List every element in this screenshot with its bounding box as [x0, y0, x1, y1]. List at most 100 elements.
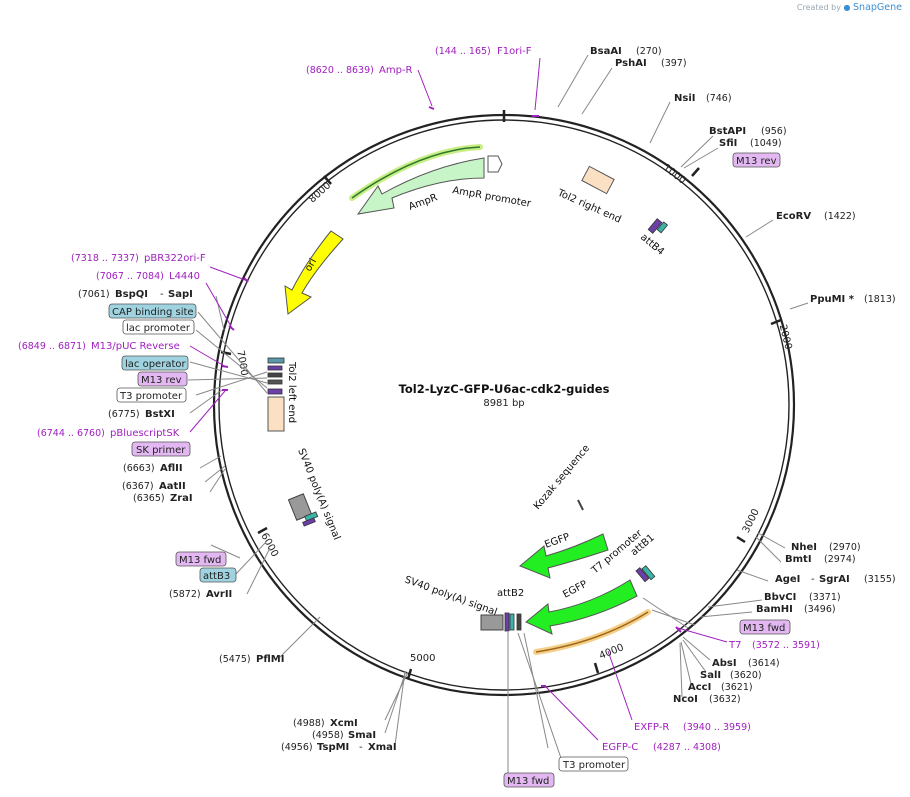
enzyme-sali-pos: (3620)	[730, 670, 762, 681]
enzyme-zrai: ZraI	[170, 493, 193, 504]
cap-binding-box[interactable]	[108, 303, 197, 319]
m13-fwd-bottom-label: M13 fwd	[507, 776, 549, 787]
egfp-label-1: EGFP	[543, 532, 571, 551]
enzyme-avrii-pos: (5872)	[169, 589, 201, 600]
sv40-left-block	[287, 493, 313, 521]
enzyme-bspqi-pos: (7061)	[78, 289, 110, 300]
lac-promoter-box[interactable]	[122, 319, 195, 335]
enzyme-pflmi-pos: (5475)	[219, 654, 251, 665]
m13-rev-left-label: M13 rev	[141, 375, 182, 386]
kozak-label: Kozak sequence	[532, 443, 592, 512]
enzyme-sfii: SfiI	[719, 138, 737, 149]
left-cluster-5	[267, 388, 283, 395]
primer-f1ori-pos: (144 .. 165)	[435, 46, 491, 57]
m13-fwd-left-label: M13 fwd	[179, 555, 221, 566]
enzyme-zrai-pos: (6365)	[133, 493, 165, 504]
primer-m13puc: M13/pUC Reverse	[91, 341, 180, 352]
attb1-block-2	[641, 565, 656, 581]
primer-ampr-pos: (8620 .. 8639)	[306, 65, 374, 76]
primer-m13puc-pos: (6849 .. 6871)	[18, 341, 86, 352]
enzyme-nsii-pos: (746)	[706, 93, 732, 104]
enzyme-bspqi-dash: -	[160, 289, 164, 300]
attb2-label: attB2	[497, 588, 524, 599]
enzyme-pflmi: PflMI	[256, 654, 284, 665]
primer-pbr322-pos: (7318 .. 7337)	[71, 253, 139, 264]
m13-fwd-right-box[interactable]	[739, 619, 791, 635]
attb1-block	[635, 567, 650, 583]
enzyme-tspmi-pos: (4956)	[281, 742, 313, 753]
enzyme-bbvci-pos: (3371)	[809, 592, 841, 603]
enzyme-bstxi: BstXI	[145, 409, 175, 420]
primer-l4440: L4440	[169, 271, 200, 282]
enzyme-absi-pos: (3614)	[748, 658, 780, 669]
m13-rev-top-label: M13 rev	[736, 156, 777, 167]
t3-promoter-bottom-box[interactable]	[558, 756, 629, 772]
primer-marks	[221, 106, 682, 687]
enzyme-nhei-pos: (2970)	[829, 542, 861, 553]
attb3-box[interactable]	[199, 567, 237, 583]
plasmid-name: Tol2-LyzC-GFP-U6ac-cdk2-guides	[399, 382, 610, 396]
t3-promoter-bottom-label: T3 promoter	[562, 760, 626, 771]
enzyme-xcmi: XcmI	[330, 718, 358, 729]
m13-fwd-left-box[interactable]	[175, 551, 227, 567]
primer-exfp-r-pos: (3940 .. 3959)	[683, 722, 751, 733]
enzyme-smai-pos: (4958)	[312, 730, 344, 741]
m13-rev-left-box[interactable]	[137, 371, 188, 387]
tol2-left-block	[267, 396, 285, 432]
primer-egfp-c: EGFP-C	[602, 742, 638, 753]
enzyme-ncoi: NcoI	[673, 694, 698, 705]
enzyme-agei: AgeI	[775, 574, 800, 585]
enzyme-tspmi-dash: -	[359, 742, 363, 753]
t3-promoter-left-label: T3 promoter	[119, 391, 183, 402]
credit-brand: SnapGene	[853, 2, 902, 13]
primer-t7-pos: (3572 .. 3591)	[752, 640, 820, 651]
primer-exfp-r: EXFP-R	[634, 722, 669, 733]
attb4-label: attB4	[638, 232, 666, 258]
left-cluster-1	[267, 357, 285, 364]
sv40-bottom-block	[480, 614, 504, 631]
primer-ampr: Amp-R	[379, 65, 413, 76]
t3-promoter-left-box[interactable]	[116, 387, 187, 403]
enzyme-aatii-pos: (6367)	[122, 481, 154, 492]
enzyme-avrii: AvrII	[206, 589, 232, 600]
m13-fwd-bottom-box[interactable]	[503, 772, 555, 788]
enzyme-bamhi: BamHI	[756, 604, 793, 615]
attb4-block	[647, 218, 663, 234]
cap-binding-label: CAP binding site	[112, 307, 194, 318]
ori-arrow	[284, 230, 344, 315]
credit-prefix: Created by	[796, 3, 841, 12]
attb3-label: attB3	[203, 571, 230, 582]
leader-lines	[187, 54, 809, 775]
enzyme-aatii: AatII	[159, 481, 186, 492]
tick-4000: 4000	[598, 642, 626, 662]
enzyme-ecorv: EcoRV	[776, 211, 811, 222]
enzyme-aflii: AflII	[160, 463, 183, 474]
primer-t7: T7	[728, 640, 741, 651]
tol2-right-label: Tol2 right end	[555, 187, 623, 225]
m13-rev-top-box[interactable]	[732, 152, 781, 168]
enzyme-bmti-pos: (2974)	[824, 554, 856, 565]
enzyme-sapi: SapI	[168, 289, 193, 300]
enzyme-aflii-pos: (6663)	[123, 463, 155, 474]
enzyme-tspmi: TspMI	[317, 742, 349, 753]
enzyme-bstapi: BstAPI	[709, 126, 746, 137]
enzyme-bstapi-pos: (956)	[761, 126, 787, 137]
primer-l4440-pos: (7067 .. 7084)	[96, 271, 164, 282]
enzyme-sali: SalI	[700, 670, 721, 681]
enzyme-bspqi: BspQI	[115, 289, 148, 300]
enzyme-bstxi-pos: (6775)	[108, 409, 140, 420]
left-cluster-4	[267, 379, 283, 385]
enzyme-ecorv-pos: (1422)	[824, 211, 856, 222]
primer-pbluescriptsk-pos: (6744 .. 6760)	[37, 428, 105, 439]
sv40-bottom-label: SV40 poly(A) signal	[403, 574, 499, 618]
enzyme-sgrai: SgrAI	[819, 574, 850, 585]
sk-primer-box[interactable]	[131, 441, 191, 457]
enzyme-ppumi: PpuMI *	[810, 294, 855, 305]
enzyme-nsii: NsiI	[674, 93, 695, 104]
enzyme-bbvci: BbvCI	[764, 592, 796, 603]
enzyme-acci: AccI	[688, 682, 711, 693]
lac-operator-box[interactable]	[121, 355, 189, 371]
ampr-orf-line-core	[351, 146, 481, 199]
attb2-block-2	[509, 613, 515, 631]
